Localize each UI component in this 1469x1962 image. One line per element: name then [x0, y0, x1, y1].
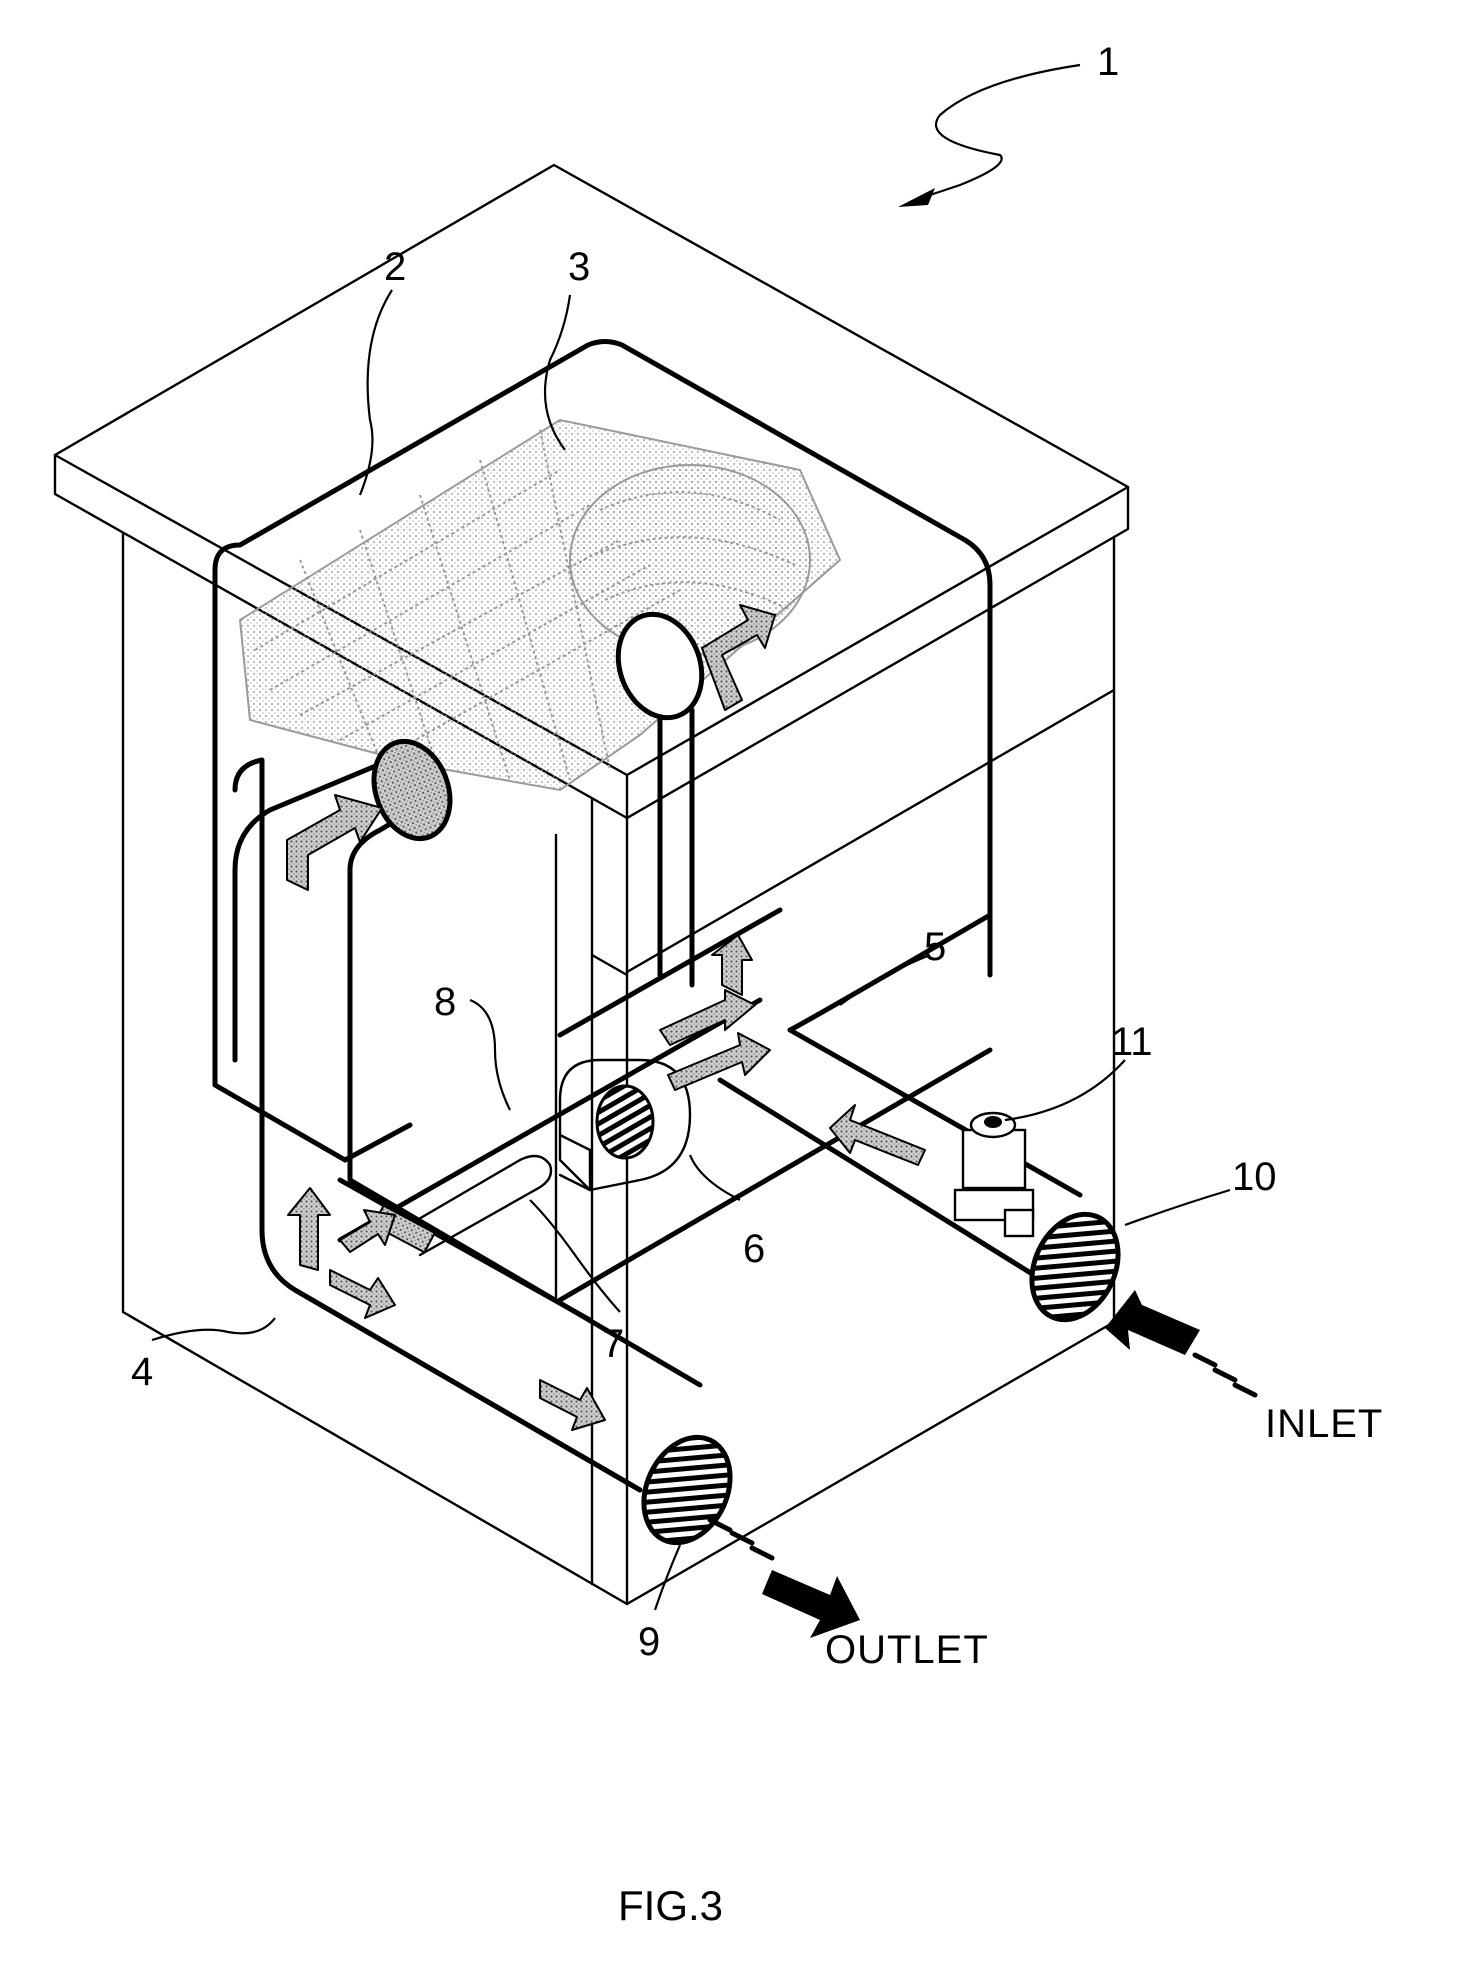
- external-flow-arrows: [710, 1290, 1255, 1638]
- duct-bottom-rail: [345, 910, 780, 1160]
- valve-screw: [984, 1116, 1002, 1128]
- arrow-outlet-flow: [540, 1380, 605, 1430]
- inner-shelf-line-left: [592, 955, 627, 975]
- ref-label-5: 5: [924, 925, 946, 969]
- valve-coil: [963, 1130, 1025, 1188]
- arrow-lower-up: [288, 1188, 330, 1270]
- valve-port: [1005, 1210, 1033, 1236]
- leader-4: [152, 1318, 275, 1340]
- duct-loop-inner-front: [215, 1085, 345, 1160]
- ref-label-4: 4: [131, 1350, 153, 1394]
- ref-label-11: 11: [1111, 1020, 1153, 1064]
- dish-racks: [240, 420, 840, 790]
- leader-6: [690, 1155, 740, 1200]
- ref-label-10: 10: [1232, 1155, 1277, 1199]
- ref-label-6: 6: [743, 1227, 765, 1271]
- ref-label-8: 8: [434, 980, 456, 1024]
- duct-inlet-top: [790, 1030, 1080, 1195]
- ref-1-arrowhead: [898, 188, 935, 207]
- ref-label-9: 9: [638, 1620, 660, 1664]
- leader-5: [840, 955, 930, 1005]
- duct-middle-front: [340, 1000, 760, 1240]
- arrow-lower-left: [340, 1210, 395, 1252]
- leader-9: [655, 1545, 680, 1610]
- fan-outlet-box: [560, 1135, 590, 1190]
- arrow-lower-right: [330, 1270, 395, 1318]
- ref-1-squiggle: [915, 65, 1080, 200]
- fan-impeller: [597, 1086, 653, 1158]
- inlet-arrow-head: [1105, 1290, 1200, 1355]
- ref-label-2: 2: [384, 245, 406, 289]
- duct-inlet-pipe: [720, 915, 1050, 1285]
- inlet-label: INLET: [1265, 1402, 1383, 1446]
- ref-label-7: 7: [602, 1322, 624, 1366]
- ref-label-1: 1: [1097, 40, 1119, 84]
- ref-label-3: 3: [568, 245, 590, 289]
- solenoid-valve: [955, 1113, 1033, 1236]
- leader-11: [1005, 1060, 1125, 1120]
- arrow-rack-feed: [287, 795, 382, 890]
- leader-8: [470, 1000, 510, 1110]
- outlet-grille: [628, 1423, 747, 1557]
- figure-caption: FIG.3: [618, 1882, 723, 1929]
- leader-10: [1125, 1190, 1230, 1225]
- inlet-arrow-tail: [1195, 1355, 1255, 1395]
- outlet-label: OUTLET: [825, 1628, 989, 1672]
